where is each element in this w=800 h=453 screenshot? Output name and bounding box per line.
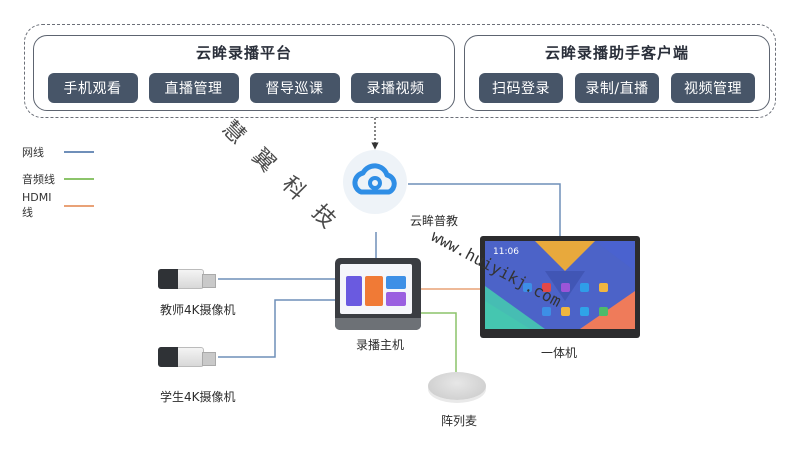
app-icon — [523, 283, 532, 292]
legend-item-hdmi: HDMI线 — [22, 191, 94, 219]
wire-cloud-to-panel — [408, 183, 561, 236]
app-icon — [561, 307, 570, 316]
platform-button-recorded-video[interactable]: 录播视频 — [350, 73, 441, 103]
legend-item-audio: 音频线 — [22, 165, 94, 192]
legend-label: 音频线 — [22, 172, 55, 186]
wire-audio-mic — [421, 312, 457, 372]
cloud-icon — [352, 163, 397, 195]
legend: 网线 音频线 HDMI线 — [22, 138, 94, 219]
client-panel: 云眸录播助手客户端 扫码登录 录制/直播 视频管理 — [464, 35, 770, 111]
teacher-camera-label: 教师4K摄像机 — [160, 303, 236, 317]
legend-item-network: 网线 — [22, 138, 94, 165]
all-in-one-panel-icon: 11:06 — [480, 236, 640, 338]
platform-button-live-management[interactable]: 直播管理 — [148, 73, 239, 103]
legend-label: HDMI线 — [22, 191, 52, 219]
app-icon — [580, 307, 589, 316]
panel-clock: 11:06 — [493, 247, 519, 257]
teacher-camera-icon — [158, 265, 218, 293]
legend-line-hdmi — [64, 204, 94, 207]
legend-label: 网线 — [22, 145, 44, 159]
recording-host-icon — [335, 258, 421, 330]
legend-line-network — [64, 150, 94, 153]
platform-panel: 云眸录播平台 手机观看 直播管理 督导巡课 录播视频 — [33, 35, 455, 111]
client-button-video-management[interactable]: 视频管理 — [671, 73, 755, 103]
app-icon — [561, 283, 570, 292]
student-camera-label: 学生4K摄像机 — [160, 390, 236, 404]
client-button-record-live[interactable]: 录制/直播 — [575, 73, 659, 103]
client-button-scan-login[interactable]: 扫码登录 — [479, 73, 563, 103]
cloud-label: 云眸普教 — [410, 214, 459, 228]
platform-button-inspection[interactable]: 督导巡课 — [249, 73, 340, 103]
platform-button-mobile-view[interactable]: 手机观看 — [47, 73, 138, 103]
client-title: 云眸录播助手客户端 — [544, 44, 689, 62]
legend-line-audio — [64, 177, 94, 180]
cloud-service-node — [343, 150, 407, 214]
recording-host-label: 录播主机 — [356, 338, 405, 352]
app-icon — [542, 307, 551, 316]
app-icon — [599, 283, 608, 292]
array-mic-label: 阵列麦 — [441, 414, 478, 428]
platform-title: 云眸录播平台 — [195, 44, 292, 62]
app-icon — [542, 283, 551, 292]
array-mic-icon — [428, 372, 486, 400]
student-camera-icon — [158, 343, 218, 371]
all-in-one-label: 一体机 — [541, 346, 578, 360]
wire-student-camera — [218, 299, 335, 358]
platform-group-frame — [24, 24, 776, 118]
app-icon — [599, 307, 608, 316]
app-icon — [580, 283, 589, 292]
